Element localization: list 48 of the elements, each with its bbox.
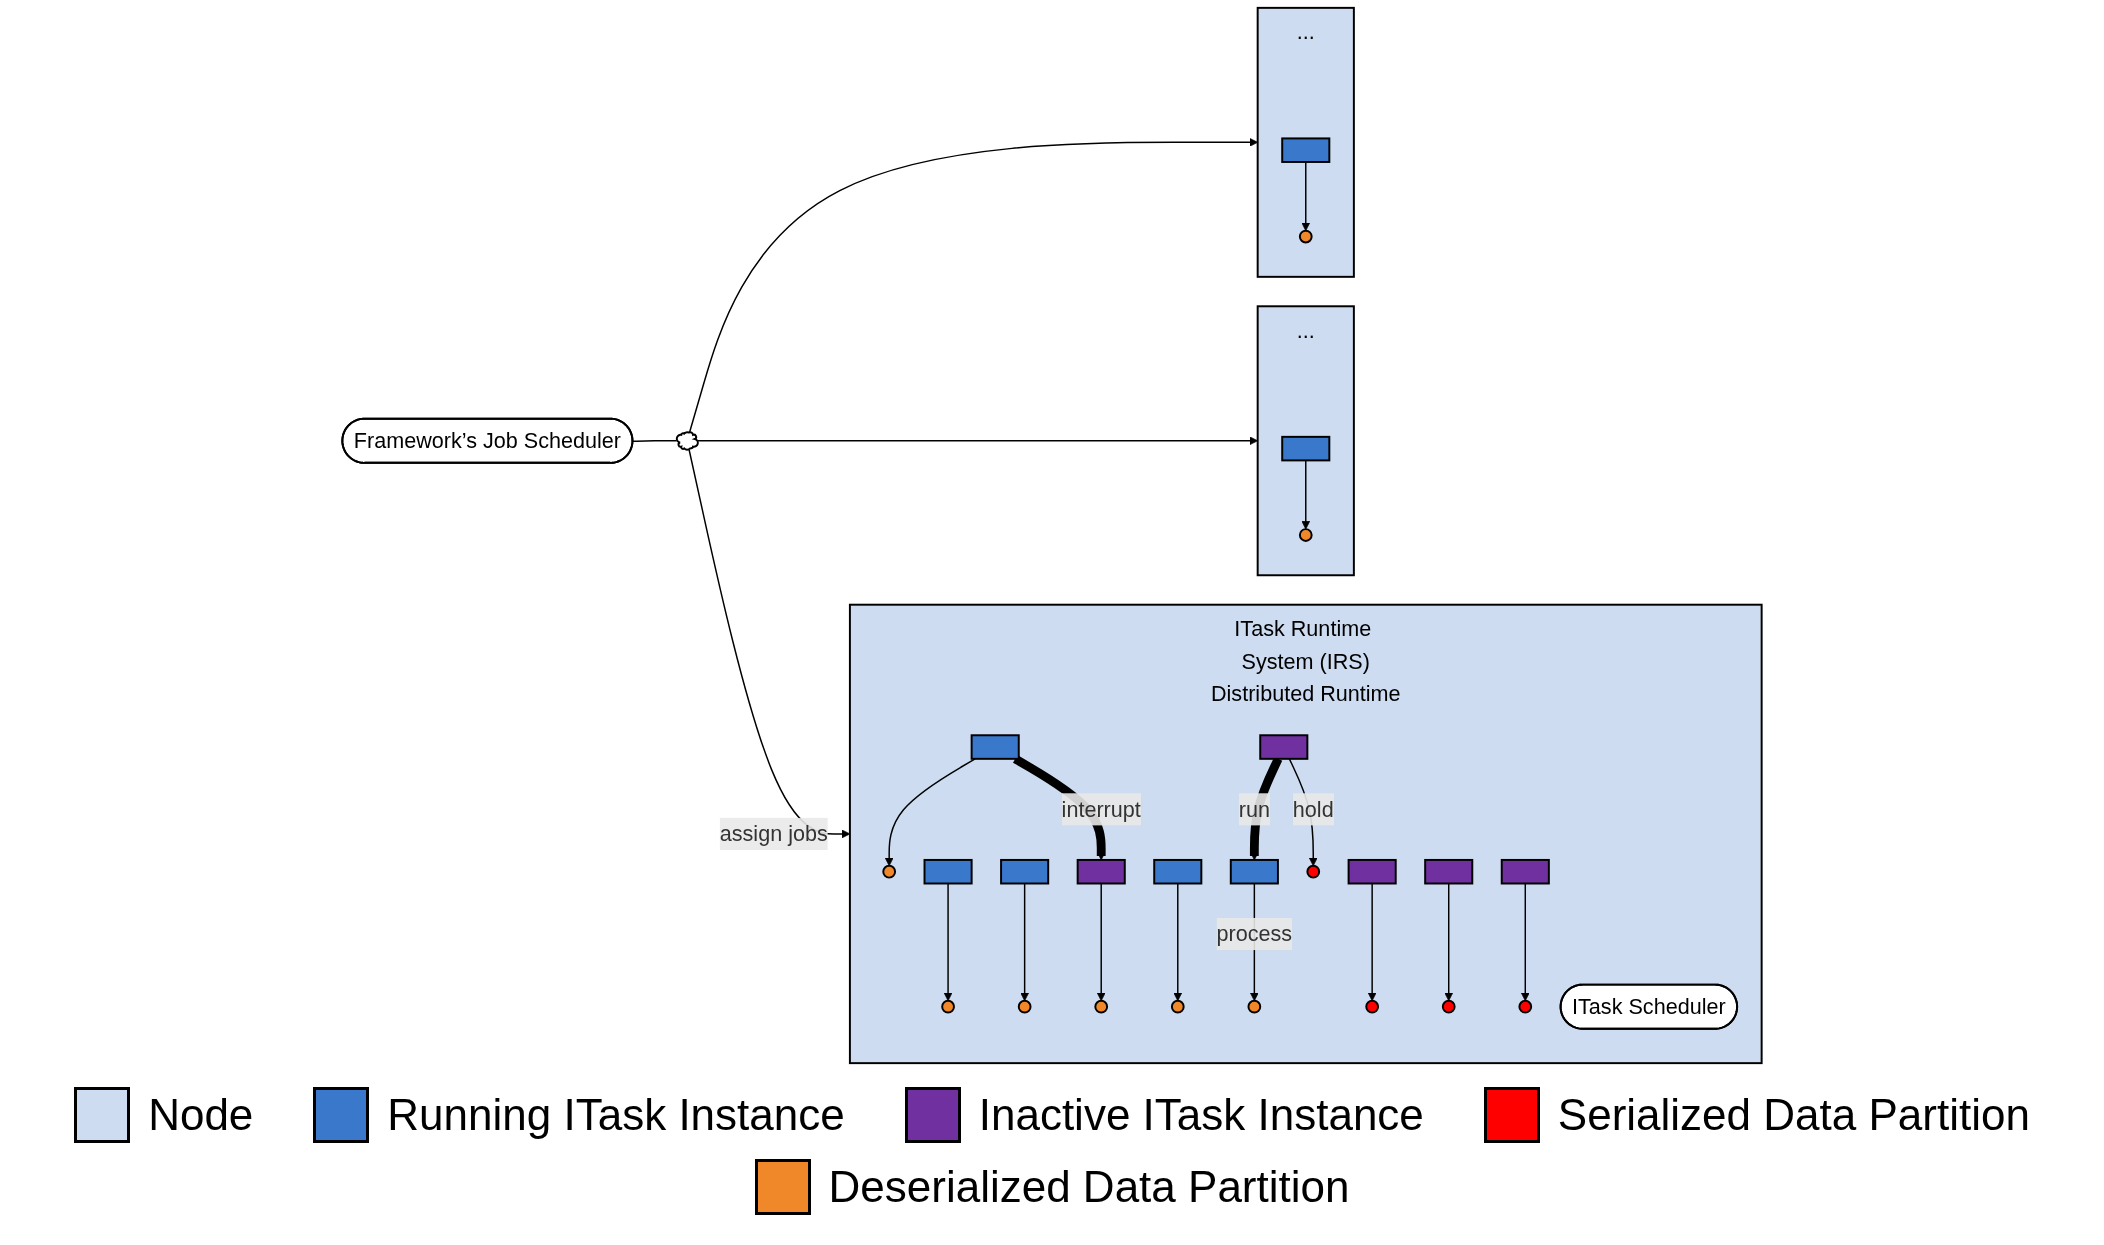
node-circle: [1441, 999, 1456, 1014]
edge-label: run: [1238, 797, 1270, 822]
edge-label: assign jobs: [719, 821, 828, 847]
legend-label: Running ITask Instance: [387, 1090, 845, 1140]
arrow: [1301, 161, 1311, 232]
arrow: [1173, 882, 1183, 1002]
cluster: ...: [1256, 6, 1355, 278]
arrow: [1367, 882, 1377, 1002]
node-box: [1229, 858, 1279, 885]
cluster: ...: [1256, 305, 1355, 577]
node-circle: [1518, 999, 1533, 1014]
node-box: [923, 858, 973, 885]
edge-label: hold: [1292, 797, 1334, 822]
arrow: [884, 758, 976, 867]
edge-label: process: [1216, 921, 1293, 947]
legend-label: Serialized Data Partition: [1557, 1090, 2030, 1140]
connector: [632, 440, 678, 442]
legend-label: Node: [148, 1090, 254, 1140]
node-box: [1153, 858, 1203, 885]
legend-label: Inactive ITask Instance: [978, 1090, 1424, 1140]
arrow: [1020, 882, 1029, 1002]
node-box: [1000, 858, 1050, 885]
edge-label: interrupt: [1061, 797, 1141, 822]
node-circle: [1094, 999, 1109, 1014]
arrow: [1520, 882, 1530, 1002]
node-box: [1424, 858, 1474, 885]
node-circle: [1298, 528, 1313, 542]
node-circle: [1306, 864, 1321, 879]
node-circle: [1365, 999, 1379, 1014]
node-box: [1076, 858, 1126, 885]
node-box: [970, 734, 1020, 760]
arrow: [1096, 882, 1106, 1002]
node-box: [1259, 734, 1309, 760]
node-box: [1500, 858, 1550, 885]
arrow: [1444, 882, 1454, 1002]
node-cloud: [675, 431, 699, 451]
node-circle: [1017, 999, 1032, 1014]
arrow: [943, 882, 953, 1002]
node-circle: [1247, 999, 1262, 1014]
arrow: [1301, 459, 1311, 530]
node-box: [1281, 435, 1331, 462]
node-circle: [882, 864, 897, 879]
node-circle: [1170, 999, 1185, 1014]
node-box: [1281, 137, 1331, 163]
legend-label: Deserialized Data Partition: [828, 1162, 1350, 1212]
node-box: [1347, 858, 1397, 885]
node-circle: [1298, 229, 1313, 244]
node-circle: [941, 999, 955, 1014]
